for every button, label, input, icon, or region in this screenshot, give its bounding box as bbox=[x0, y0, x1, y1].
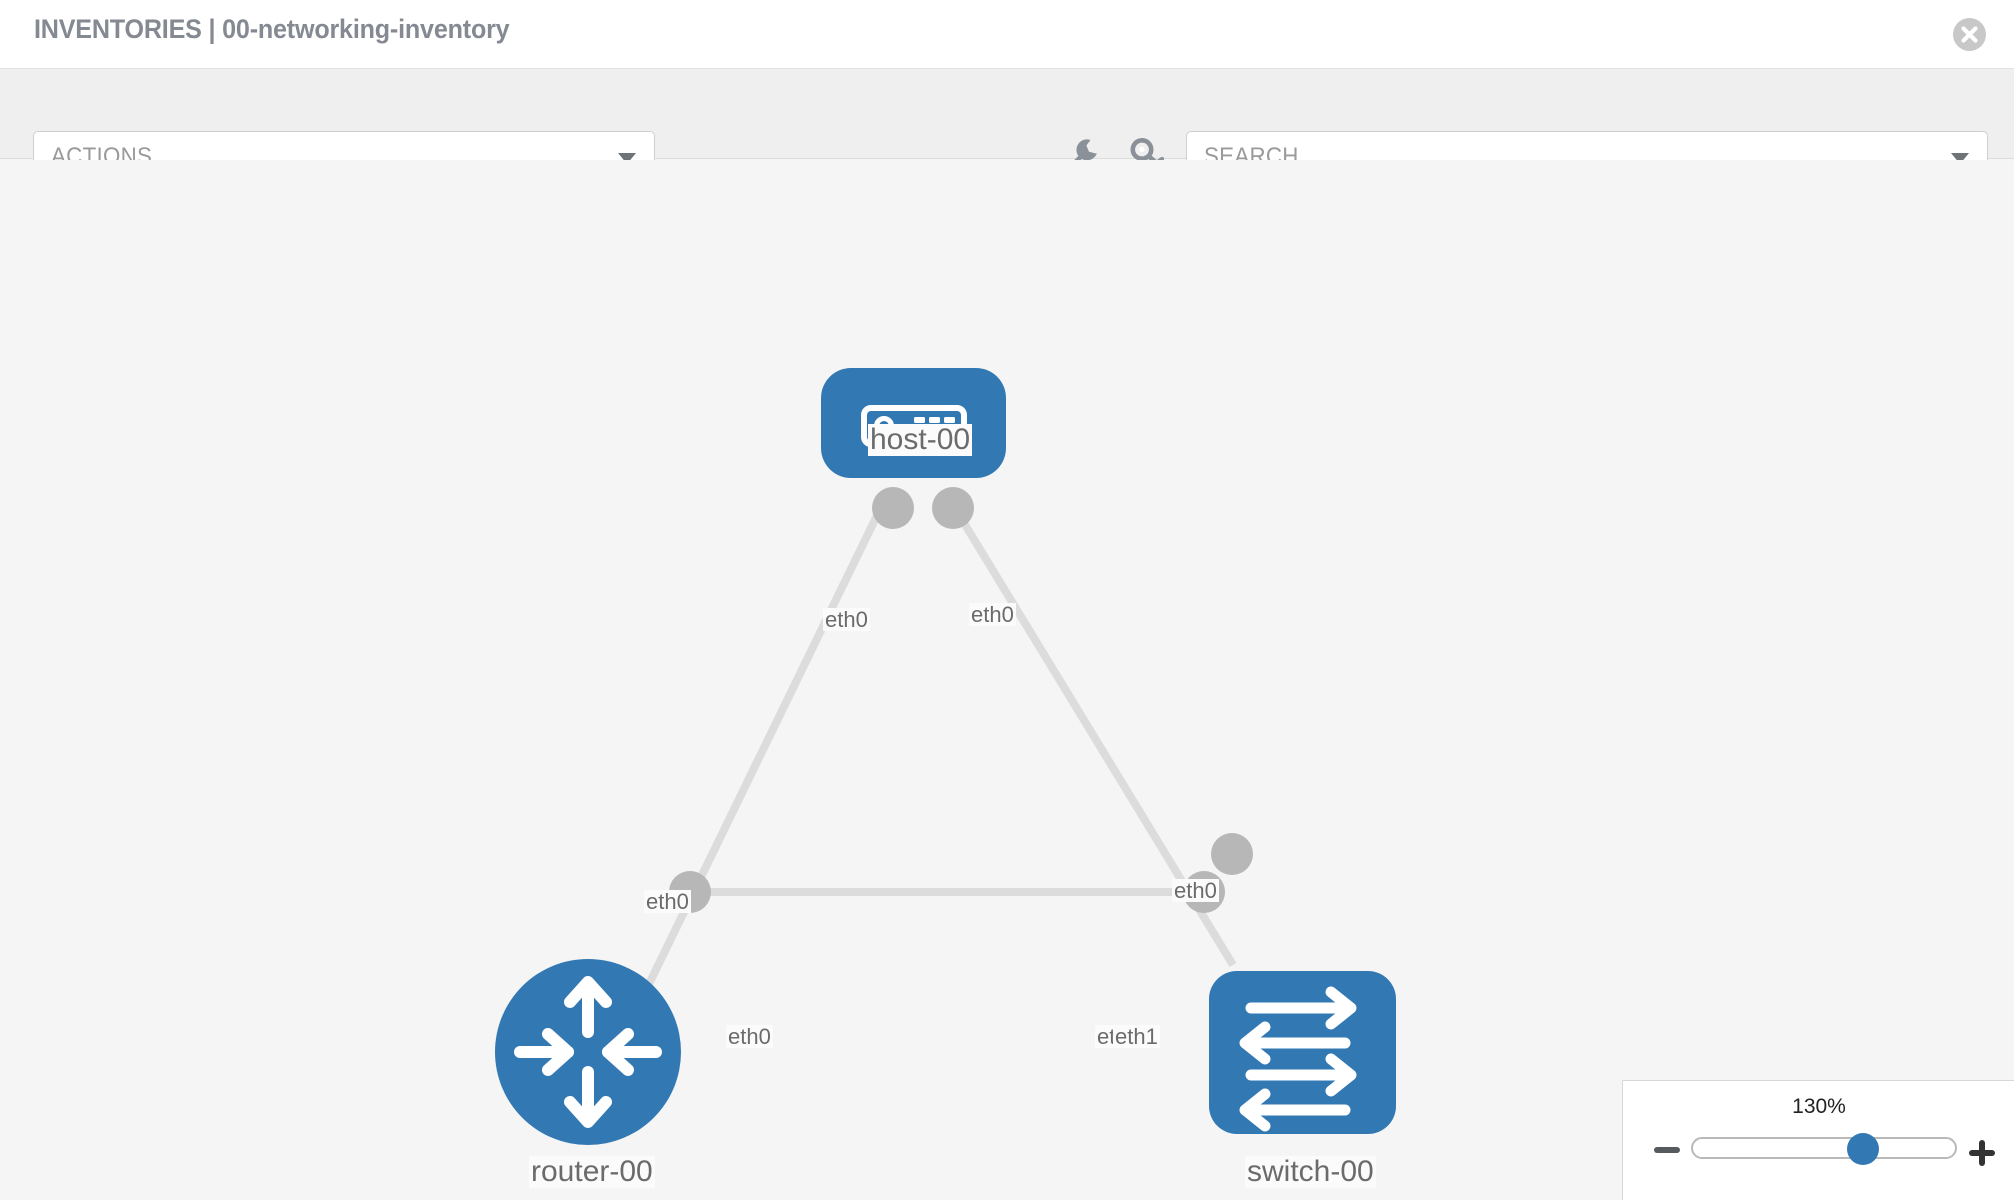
connector-switch-top bbox=[1211, 833, 1253, 875]
chevron-down-icon bbox=[618, 153, 636, 164]
iface-label-switch-to-router-alt: eth1 bbox=[1113, 1024, 1160, 1049]
plus-icon bbox=[1969, 1140, 1995, 1166]
node-switch-00 bbox=[1209, 971, 1396, 1134]
iface-label-host-to-router: eth0 bbox=[823, 607, 870, 632]
connector-host-right bbox=[932, 487, 974, 529]
zoom-in-button[interactable] bbox=[1967, 1138, 1997, 1173]
topology-graph bbox=[495, 368, 1396, 1145]
node-label-switch-00: switch-00 bbox=[1245, 1155, 1376, 1188]
minus-icon bbox=[1654, 1147, 1680, 1153]
node-label-host-00: host-00 bbox=[868, 423, 973, 456]
switch-arrows-icon bbox=[1239, 986, 1357, 1132]
close-icon[interactable] bbox=[1953, 18, 1986, 51]
connector-host-left bbox=[872, 487, 914, 529]
node-router-00 bbox=[495, 959, 681, 1145]
iface-label-router-to-switch: eth0 bbox=[726, 1024, 773, 1049]
toolbar: ACTIONS SEARCH bbox=[0, 69, 2014, 183]
page-title: INVENTORIES | 00-networking-inventory bbox=[34, 14, 510, 44]
page-header: INVENTORIES | 00-networking-inventory bbox=[0, 0, 2014, 69]
zoom-slider-thumb[interactable] bbox=[1847, 1133, 1879, 1165]
topology-edges bbox=[644, 492, 1237, 988]
chevron-down-icon bbox=[1951, 153, 1969, 164]
zoom-control-panel: 130% bbox=[1622, 1080, 2014, 1200]
router-arrows-icon bbox=[514, 976, 662, 1128]
iface-label-host-to-switch: eth0 bbox=[969, 602, 1016, 627]
iface-label-router-to-host: eth0 bbox=[644, 889, 691, 914]
zoom-slider[interactable] bbox=[1691, 1133, 1957, 1165]
node-label-router-00: router-00 bbox=[529, 1155, 655, 1188]
iface-label-switch-to-host: eth0 bbox=[1172, 878, 1219, 903]
zoom-out-button[interactable] bbox=[1652, 1138, 1682, 1167]
zoom-level-value: 130% bbox=[1792, 1095, 1846, 1118]
topology-canvas[interactable]: host-00 router-00 switch-00 eth0 eth0 et… bbox=[0, 160, 2014, 1200]
